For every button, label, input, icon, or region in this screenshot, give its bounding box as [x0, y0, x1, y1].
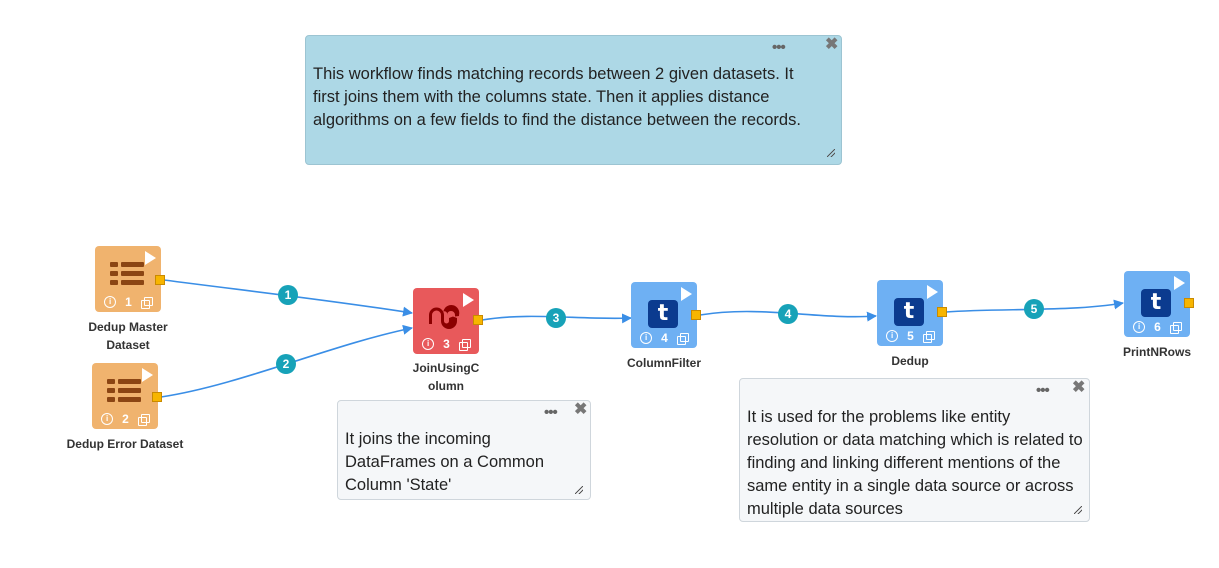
node-dedup[interactable]: t i 5	[877, 280, 943, 346]
node-join-using-column[interactable]: i 3	[413, 288, 479, 354]
copy-icon[interactable]	[1169, 321, 1182, 334]
node-footer: i 3	[413, 337, 479, 351]
node-label: ColumnFilter	[627, 356, 701, 370]
node-label: Dedup	[891, 354, 929, 368]
node-number: 6	[1154, 320, 1161, 334]
node-column-filter[interactable]: t i 4	[631, 282, 697, 348]
node-footer: i 2	[92, 412, 158, 426]
note-text[interactable]: This workflow finds matching records bet…	[313, 65, 801, 129]
info-icon[interactable]: i	[640, 332, 653, 344]
edge-badge[interactable]: 3	[546, 308, 566, 328]
workflow-description-note[interactable]: ••• ✖ This workflow finds matching recor…	[305, 35, 842, 165]
node-label: Dedup Master Dataset	[88, 320, 168, 352]
play-icon[interactable]	[681, 287, 692, 301]
output-port[interactable]	[155, 275, 165, 285]
node-dedup-error-dataset[interactable]: i 2	[92, 363, 158, 429]
note-menu-icon[interactable]: •••	[544, 404, 558, 421]
node-label: JoinUsingColumn	[412, 361, 480, 393]
edge-badge[interactable]: 2	[276, 354, 296, 374]
close-icon[interactable]: ✖	[825, 36, 839, 53]
node-number: 1	[125, 295, 132, 309]
node-footer: i 4	[631, 331, 697, 345]
note-menu-icon[interactable]: •••	[1036, 382, 1050, 399]
node-number: 2	[122, 412, 129, 426]
output-port[interactable]	[937, 307, 947, 317]
node-number: 3	[443, 337, 450, 351]
copy-icon[interactable]	[140, 296, 153, 309]
node-print-n-rows[interactable]: t i 6	[1124, 271, 1190, 337]
node-label: Dedup Error Dataset	[66, 437, 184, 451]
copy-icon[interactable]	[922, 330, 935, 343]
info-icon[interactable]: i	[104, 296, 117, 308]
copy-icon[interactable]	[676, 332, 689, 345]
info-icon[interactable]: i	[1133, 321, 1146, 333]
play-icon[interactable]	[463, 293, 474, 307]
table-icon	[107, 379, 141, 405]
edge-badge[interactable]: 1	[278, 285, 298, 305]
copy-icon[interactable]	[458, 338, 471, 351]
note-menu-icon[interactable]: •••	[772, 39, 786, 56]
output-port[interactable]	[473, 315, 483, 325]
tumblr-icon: t	[894, 298, 924, 326]
play-icon[interactable]	[142, 368, 153, 382]
output-port[interactable]	[691, 310, 701, 320]
info-icon[interactable]: i	[422, 338, 435, 350]
node-footer: i 6	[1124, 320, 1190, 334]
join-description-note[interactable]: ••• ✖ It joins the incoming DataFrames o…	[337, 400, 591, 500]
info-icon[interactable]: i	[101, 413, 114, 425]
dedup-description-note[interactable]: ••• ✖ It is used for the problems like e…	[739, 378, 1090, 522]
node-dedup-master-dataset[interactable]: i 1	[95, 246, 161, 312]
tumblr-icon: t	[1141, 289, 1171, 317]
edge-badge[interactable]: 4	[778, 304, 798, 324]
close-icon[interactable]: ✖	[574, 401, 588, 418]
play-icon[interactable]	[1174, 276, 1185, 290]
stumbleupon-icon	[429, 304, 460, 329]
node-footer: i 1	[95, 295, 161, 309]
play-icon[interactable]	[145, 251, 156, 265]
resize-handle-icon[interactable]	[574, 485, 583, 494]
info-icon[interactable]: i	[886, 330, 899, 342]
node-number: 4	[661, 331, 668, 345]
tumblr-icon: t	[648, 300, 678, 328]
output-port[interactable]	[1184, 298, 1194, 308]
edge-badge[interactable]: 5	[1024, 299, 1044, 319]
table-icon	[110, 262, 144, 288]
node-number: 5	[907, 329, 914, 343]
node-footer: i 5	[877, 329, 943, 343]
note-text[interactable]: It joins the incoming DataFrames on a Co…	[345, 430, 544, 494]
resize-handle-icon[interactable]	[826, 148, 835, 157]
node-label: PrintNRows	[1122, 345, 1191, 359]
output-port[interactable]	[152, 392, 162, 402]
close-icon[interactable]: ✖	[1072, 379, 1086, 396]
copy-icon[interactable]	[137, 413, 150, 426]
resize-handle-icon[interactable]	[1073, 505, 1082, 514]
play-icon[interactable]	[927, 285, 938, 299]
note-text[interactable]: It is used for the problems like entity …	[747, 408, 1083, 518]
